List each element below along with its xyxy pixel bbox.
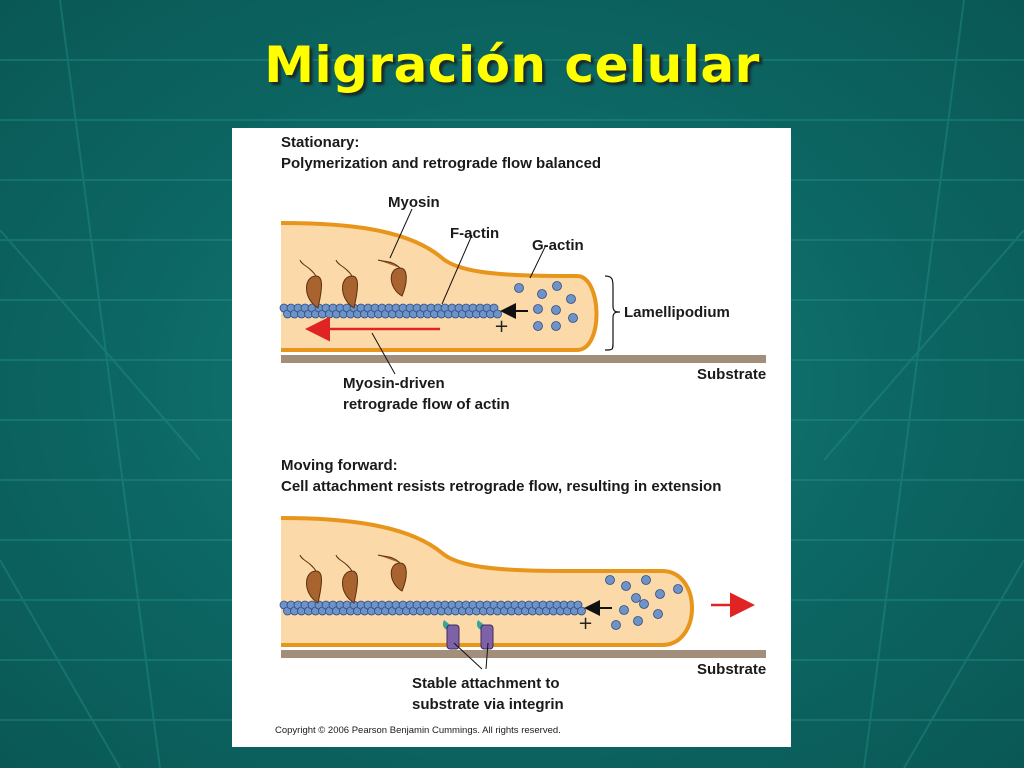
copyright-notice: Copyright © 2006 Pearson Benjamin Cummin…	[275, 725, 561, 736]
stationary-actin-filament	[279, 303, 502, 319]
diagram-panel: Stationary: Polymerization and retrograd…	[232, 128, 791, 747]
stationary-cell	[280, 221, 599, 352]
cell-migration-diagram: Stationary: Polymerization and retrograd…	[275, 134, 766, 736]
flow-label-line1: Myosin-driven	[343, 375, 445, 392]
slide-title: Migración celular	[264, 36, 760, 94]
moving-substrate	[281, 650, 766, 658]
f-actin-label: F-actin	[450, 225, 499, 242]
moving-substrate-label: Substrate	[697, 661, 766, 678]
moving-subheading: Cell attachment resists retrograde flow,…	[281, 478, 721, 495]
stationary-leader-lines	[371, 208, 547, 375]
flow-label-line2: retrograde flow of actin	[343, 396, 510, 413]
moving-actin-filament	[279, 600, 586, 616]
moving-plus-sign: +	[578, 613, 593, 634]
moving-heading: Moving forward:	[281, 457, 398, 474]
stationary-myosin	[299, 259, 407, 309]
moving-g-actin	[605, 575, 683, 630]
lamellipodium-brace	[604, 275, 621, 351]
lamellipodium-label: Lamellipodium	[624, 304, 730, 321]
integrin-leader-lines	[453, 642, 489, 670]
g-actin-label: G-actin	[532, 237, 584, 254]
stationary-g-actin	[514, 281, 578, 331]
stationary-substrate	[281, 355, 766, 363]
moving-myosin	[299, 554, 407, 604]
integrin-label-line1: Stable attachment to	[412, 675, 560, 692]
myosin-label: Myosin	[388, 194, 440, 211]
stationary-subheading: Polymerization and retrograde flow balan…	[281, 155, 601, 172]
integrin-attachments	[442, 620, 494, 650]
stationary-plus-sign: +	[494, 316, 509, 337]
integrin-label-line2: substrate via integrin	[412, 696, 564, 713]
stationary-heading: Stationary:	[281, 134, 359, 151]
stationary-substrate-label: Substrate	[697, 366, 766, 383]
